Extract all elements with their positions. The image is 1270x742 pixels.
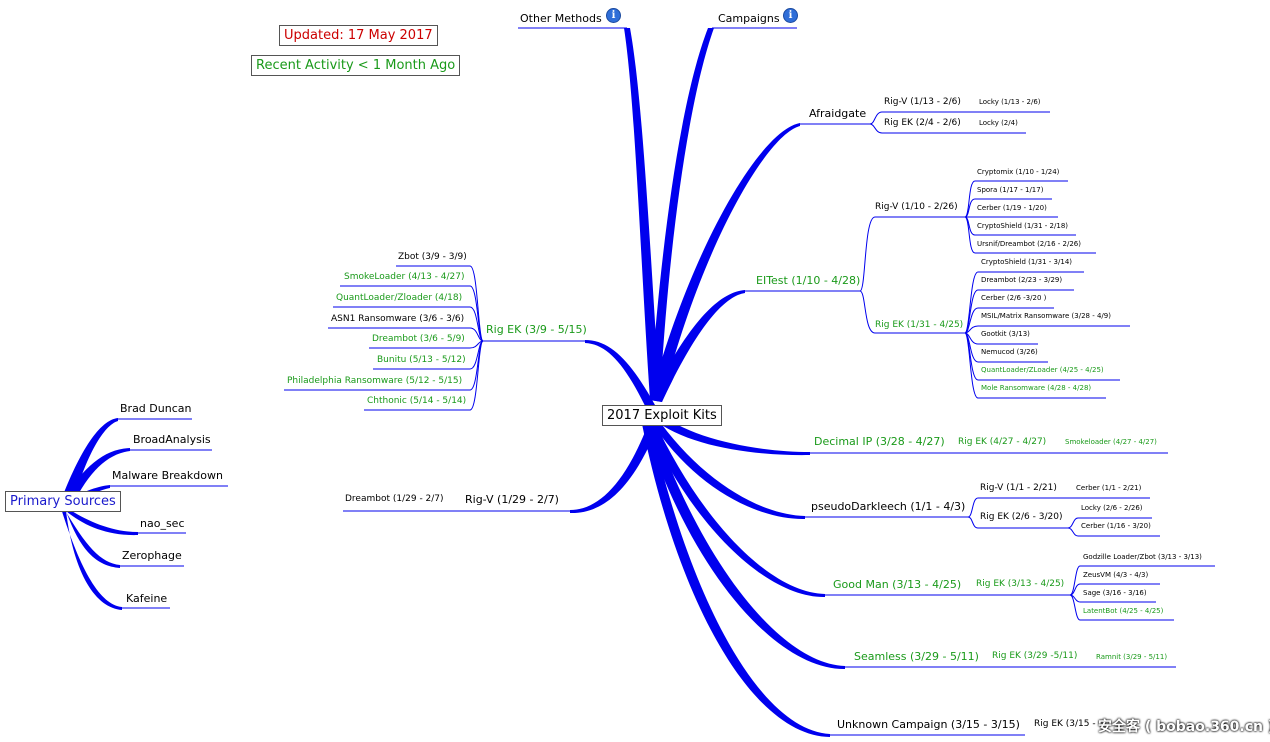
pseudo-rigv[interactable]: Rig-V (1/1 - 2/21) (980, 483, 1057, 493)
left-rigek-item: ASN1 Ransomware (3/6 - 3/6) (331, 314, 465, 324)
branch-campaigns (650, 28, 714, 400)
other-methods-node[interactable]: Other Methods (520, 12, 602, 25)
campaigns-node[interactable]: Campaigns (718, 12, 780, 25)
info-icon[interactable]: i (606, 8, 621, 23)
eitest-rigek-payload: Dreambot (2/23 - 3/29) (981, 276, 1063, 284)
info-icon[interactable]: i (783, 8, 798, 23)
branch-seamless (644, 420, 845, 670)
good-man-payload: LatentBot (4/25 - 4/25) (1083, 607, 1164, 615)
left-rigek-item: SmokeLoader (4/13 - 4/27) (344, 272, 465, 282)
eitest-rigv-payload: Cerber (1/19 - 1/20) (977, 204, 1047, 212)
left-rigv-node[interactable]: Rig-V (1/29 - 2/7) (465, 493, 559, 506)
pseudo-payload: Locky (2/6 - 2/26) (1081, 504, 1143, 512)
good-man-payload: Godzille Loader/Zbot (3/13 - 3/13) (1083, 553, 1202, 561)
good-man-payload: ZeusVM (4/3 - 4/3) (1083, 571, 1149, 579)
seamless-payload: Ramnit (3/29 - 5/11) (1096, 653, 1168, 661)
eitest-rigek[interactable]: Rig EK (1/31 - 4/25) (875, 320, 964, 330)
decimal-ip-kit[interactable]: Rig EK (4/27 - 4/27) (958, 437, 1047, 447)
afraidgate-kit[interactable]: Rig-V (1/13 - 2/6) (884, 97, 961, 107)
decimal-ip-node[interactable]: Decimal IP (3/28 - 4/27) (814, 435, 945, 448)
left-rigek-item: Zbot (3/9 - 3/9) (398, 252, 467, 262)
left-rigek-item: Chthonic (5/14 - 5/14) (367, 396, 467, 406)
good-man-kit[interactable]: Rig EK (3/13 - 4/25) (976, 579, 1065, 589)
src-branch-4 (62, 505, 138, 536)
eitest-rigek-payload: Nemucod (3/26) (981, 348, 1038, 356)
eitest-rigek-payload: CryptoShield (1/31 - 3/14) (981, 258, 1072, 266)
unknown-kit[interactable]: Rig EK (3/15 - (1034, 719, 1096, 729)
afraidgate-node[interactable]: Afraidgate (809, 107, 867, 120)
primary-sources-node[interactable]: Primary Sources (5, 491, 121, 512)
afraidgate-payload: Locky (1/13 - 2/6) (979, 98, 1041, 106)
branch-left-rigek (585, 340, 655, 412)
eitest-rigek-payload: Cerber (2/6 -3/20 ) (981, 294, 1047, 302)
source-item[interactable]: BroadAnalysis (133, 433, 211, 446)
left-rigek-item: Philadelphia Ransomware (5/12 - 5/15) (287, 376, 463, 386)
left-rigv-item: Dreambot (1/29 - 2/7) (345, 494, 444, 504)
seamless-kit[interactable]: Rig EK (3/29 -5/11) (992, 651, 1078, 661)
eitest-rigv[interactable]: Rig-V (1/10 - 2/26) (875, 202, 958, 212)
eitest-rigek-payload: Gootkit (3/13) (981, 330, 1030, 338)
eitest-rigv-payload: Ursnif/Dreambot (2/16 - 2/26) (977, 240, 1081, 248)
recent-activity-legend: Recent Activity < 1 Month Ago (251, 55, 461, 76)
eitest-rigv-payload: Cryptomix (1/10 - 1/24) (977, 168, 1060, 176)
afraidgate-kit[interactable]: Rig EK (2/4 - 2/6) (884, 118, 961, 128)
decimal-ip-payload: Smokeloader (4/27 - 4/27) (1065, 438, 1157, 446)
left-rigek-node[interactable]: Rig EK (3/9 - 5/15) (486, 323, 587, 336)
left-rigek-item: Dreambot (3/6 - 5/9) (372, 334, 465, 344)
central-topic[interactable]: 2017 Exploit Kits (602, 405, 722, 426)
left-rigek-item: QuantLoader/Zloader (4/18) (336, 293, 463, 303)
unknown-campaign-node[interactable]: Unknown Campaign (3/15 - 3/15) (837, 718, 1020, 731)
pseudo-node[interactable]: pseudoDarkleech (1/1 - 4/3) (811, 500, 966, 513)
pseudo-payload: Cerber (1/16 - 3/20) (1081, 522, 1151, 530)
eitest-rigv-payload: CryptoShield (1/31 - 2/18) (977, 222, 1068, 230)
pseudo-payload: Cerber (1/1 - 2/21) (1076, 484, 1142, 492)
eitest-rigek-payload: QuantLoader/ZLoader (4/25 - 4/25) (981, 366, 1104, 374)
source-item[interactable]: Kafeine (126, 592, 168, 605)
watermark: 安全客 ( bobao.360.cn ) (1098, 719, 1270, 735)
good-man-payload: Sage (3/16 - 3/16) (1083, 589, 1147, 597)
branch-eitest (650, 290, 745, 402)
updated-date-box: Updated: 17 May 2017 (279, 25, 438, 46)
branch-decimal (652, 410, 810, 456)
eitest-rigek-payload: Mole Ransomware (4/28 - 4/28) (981, 384, 1092, 392)
branch-other-methods (624, 28, 660, 400)
eitest-rigek-payload: MSIL/Matrix Ransomware (3/28 - 4/9) (981, 312, 1111, 320)
eitest-rigv-payload: Spora (1/17 - 1/17) (977, 186, 1044, 194)
source-item[interactable]: Zerophage (122, 549, 182, 562)
source-item[interactable]: Malware Breakdown (112, 469, 223, 482)
pseudo-rigek[interactable]: Rig EK (2/6 - 3/20) (980, 512, 1063, 522)
left-rigek-item: Bunitu (5/13 - 5/12) (377, 355, 466, 365)
eitest-node[interactable]: EITest (1/10 - 4/28) (756, 274, 861, 287)
afraidgate-payload: Locky (2/4) (979, 119, 1018, 127)
src-branch-6 (60, 505, 122, 610)
source-item[interactable]: Brad Duncan (120, 402, 192, 415)
thin-connectors (110, 27, 1215, 736)
seamless-node[interactable]: Seamless (3/29 - 5/11) (854, 650, 979, 663)
source-item[interactable]: nao_sec (140, 517, 185, 530)
good-man-node[interactable]: Good Man (3/13 - 4/25) (833, 578, 962, 591)
